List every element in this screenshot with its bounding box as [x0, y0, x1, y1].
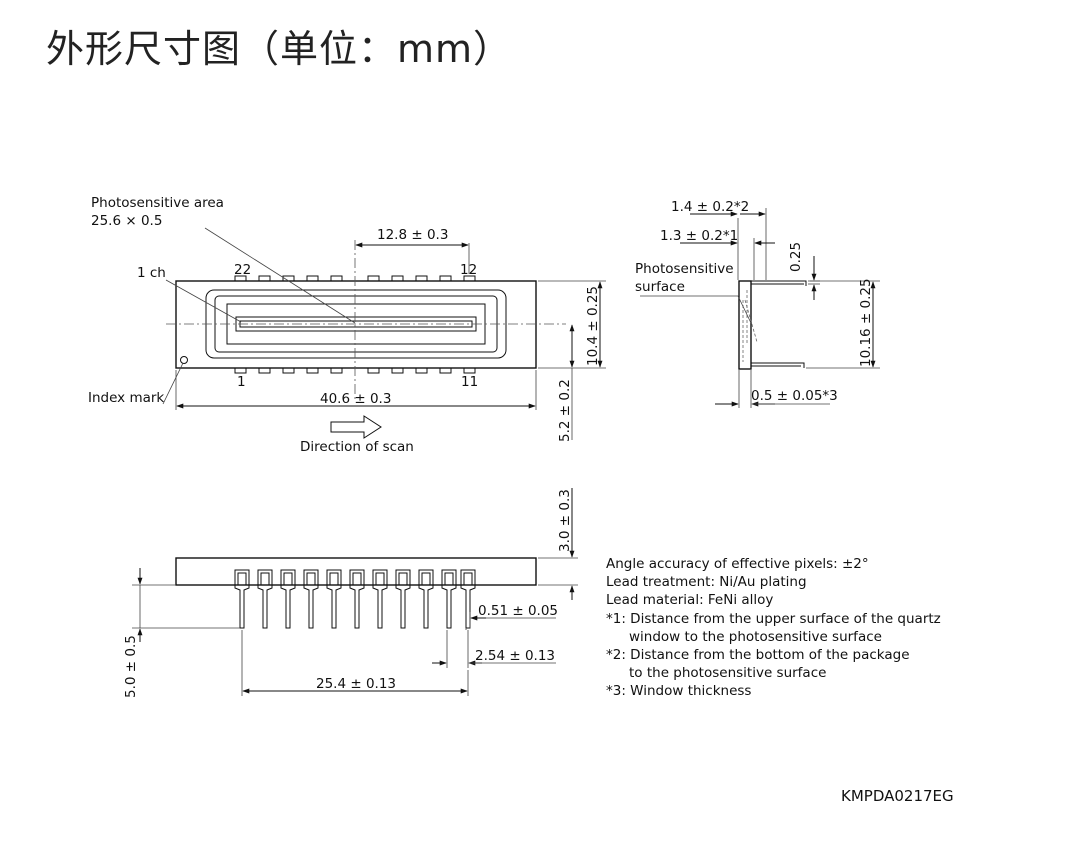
figure-code: KMPDA0217EG — [841, 787, 954, 805]
dim-12-8: 12.8 ± 0.3 — [377, 227, 448, 243]
note-lead-treatment: Lead treatment: Ni/Au plating — [606, 574, 807, 591]
front-pins — [234, 569, 476, 629]
side-package — [738, 280, 752, 370]
photosensitive-surface-label-2: surface — [635, 279, 685, 295]
dim-1-3: 1.3 ± 0.2*1 — [660, 228, 738, 244]
front-package — [175, 557, 537, 586]
ch1-label: 1 ch — [137, 265, 166, 281]
note-angle-accuracy: Angle accuracy of effective pixels: ±2° — [606, 556, 869, 572]
side-view: Photosensitive surface 1.4 ± 0.2*2 1.3 ±… — [635, 199, 880, 408]
photosensitive-area-size: 25.6 × 0.5 — [91, 213, 162, 229]
pin-1-label: 1 — [237, 374, 246, 390]
dim-25-4: 25.4 ± 0.13 — [316, 676, 396, 692]
pin-22-label: 22 — [234, 262, 251, 278]
front-view: 3.0 ± 0.3 5.0 ± 0.5 0.51 ± 0.05 2.54 ± 0… — [123, 488, 578, 698]
dim-5-0: 5.0 ± 0.5 — [123, 635, 139, 698]
scan-direction-arrow-icon — [330, 415, 382, 439]
bottom-leads — [234, 367, 476, 374]
index-mark-icon — [180, 356, 188, 364]
note-1-cont: window to the photosensitive surface — [629, 628, 882, 645]
top-view: Photosensitive area 25.6 × 0.5 1 ch 22 1… — [88, 195, 606, 455]
pin-11-label: 11 — [461, 374, 478, 390]
dim-40-6: 40.6 ± 0.3 — [320, 391, 391, 407]
dim-5-2: 5.2 ± 0.2 — [557, 379, 573, 442]
direction-of-scan-label: Direction of scan — [300, 439, 414, 455]
dim-10-16: 10.16 ± 0.25 — [858, 278, 874, 367]
note-3: *3: Window thickness — [606, 683, 752, 700]
note-lead-material: Lead material: FeNi alloy — [606, 592, 774, 609]
dim-3-0: 3.0 ± 0.3 — [557, 489, 573, 552]
photosensitive-surface-label-1: Photosensitive — [635, 261, 734, 277]
index-mark-label: Index mark — [88, 390, 164, 406]
package-outline — [175, 280, 537, 369]
dim-0-51: 0.51 ± 0.05 — [478, 603, 558, 619]
dim-0-5: 0.5 ± 0.05*3 — [751, 388, 838, 404]
dim-2-54: 2.54 ± 0.13 — [475, 648, 555, 664]
note-2: *2: Distance from the bottom of the pack… — [606, 647, 910, 664]
page-title: 外形尺寸图（单位：mm） — [46, 27, 513, 71]
note-1: *1: Distance from the upper surface of t… — [606, 610, 941, 627]
notes-block: Angle accuracy of effective pixels: ±2° … — [606, 555, 941, 701]
photosensitive-area-label: Photosensitive area — [91, 195, 224, 211]
pin-12-label: 12 — [460, 262, 477, 278]
dim-1-4: 1.4 ± 0.2*2 — [671, 199, 749, 215]
dim-10-4: 10.4 ± 0.25 — [585, 286, 601, 366]
note-2-cont: to the photosensitive surface — [629, 665, 827, 682]
dim-0-25: 0.25 — [788, 242, 804, 272]
